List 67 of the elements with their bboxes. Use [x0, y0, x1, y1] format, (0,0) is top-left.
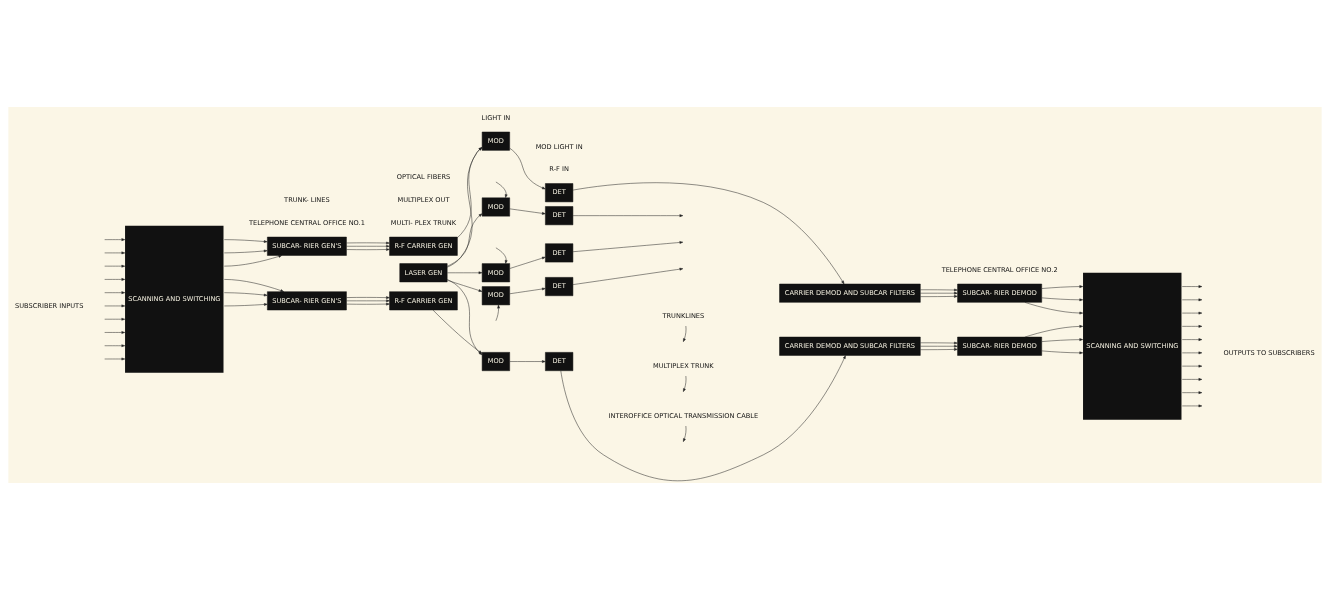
arrow [346, 248, 390, 251]
arrow [224, 303, 268, 307]
arrow [104, 344, 126, 348]
arrow [509, 208, 546, 215]
arrow [346, 244, 390, 248]
arrow [432, 309, 483, 354]
arrow [346, 302, 390, 306]
arrow [104, 331, 126, 334]
arrow [1182, 338, 1203, 341]
arrow [1024, 325, 1084, 338]
arrow [683, 375, 687, 392]
arrow [346, 241, 390, 245]
arrow [495, 247, 508, 264]
arrow [1182, 311, 1203, 315]
arrow [224, 279, 285, 292]
arrow [104, 317, 126, 321]
arrow [572, 214, 684, 217]
arrow [446, 279, 483, 356]
arrow [1182, 285, 1203, 288]
arrow [224, 239, 268, 243]
arrow [104, 291, 126, 294]
arrow [104, 251, 126, 255]
arrow [920, 341, 958, 345]
arrow [104, 304, 126, 308]
arrow [224, 249, 268, 254]
arrow [1182, 351, 1203, 355]
arrow [509, 287, 546, 295]
arrow [1182, 364, 1203, 368]
arrow [683, 325, 687, 342]
arrow [1041, 285, 1084, 289]
arrow [1182, 378, 1203, 381]
arrow [509, 256, 546, 269]
arrow [560, 355, 846, 481]
arrow [447, 280, 483, 292]
arrow [457, 147, 483, 238]
arrow [104, 264, 126, 268]
arrow [104, 278, 126, 281]
arrow [572, 267, 684, 285]
arrow [1041, 338, 1084, 342]
arrow [1024, 302, 1084, 315]
arrow [104, 238, 126, 241]
arrow [495, 304, 500, 321]
arrow [224, 255, 283, 267]
arrow [920, 291, 958, 295]
arrow [509, 148, 546, 190]
arrow [683, 425, 687, 442]
arrow [1182, 298, 1203, 302]
arrow [1182, 325, 1203, 328]
arrow [346, 299, 390, 303]
arrow [920, 348, 958, 351]
arrow [920, 344, 958, 348]
arrow [509, 360, 546, 363]
arrow [447, 271, 483, 275]
arrow [1041, 350, 1084, 355]
arrow [346, 296, 390, 299]
arrow [920, 288, 958, 292]
arrow [224, 292, 268, 297]
arrow [1041, 297, 1084, 302]
arrow [1182, 391, 1203, 394]
arrow [495, 181, 508, 198]
arrow [1182, 404, 1203, 408]
arrow [104, 357, 126, 361]
arrow [920, 295, 958, 298]
arrow [446, 213, 483, 267]
arrow [447, 147, 483, 268]
arrow [572, 182, 845, 285]
arrow [572, 241, 684, 252]
